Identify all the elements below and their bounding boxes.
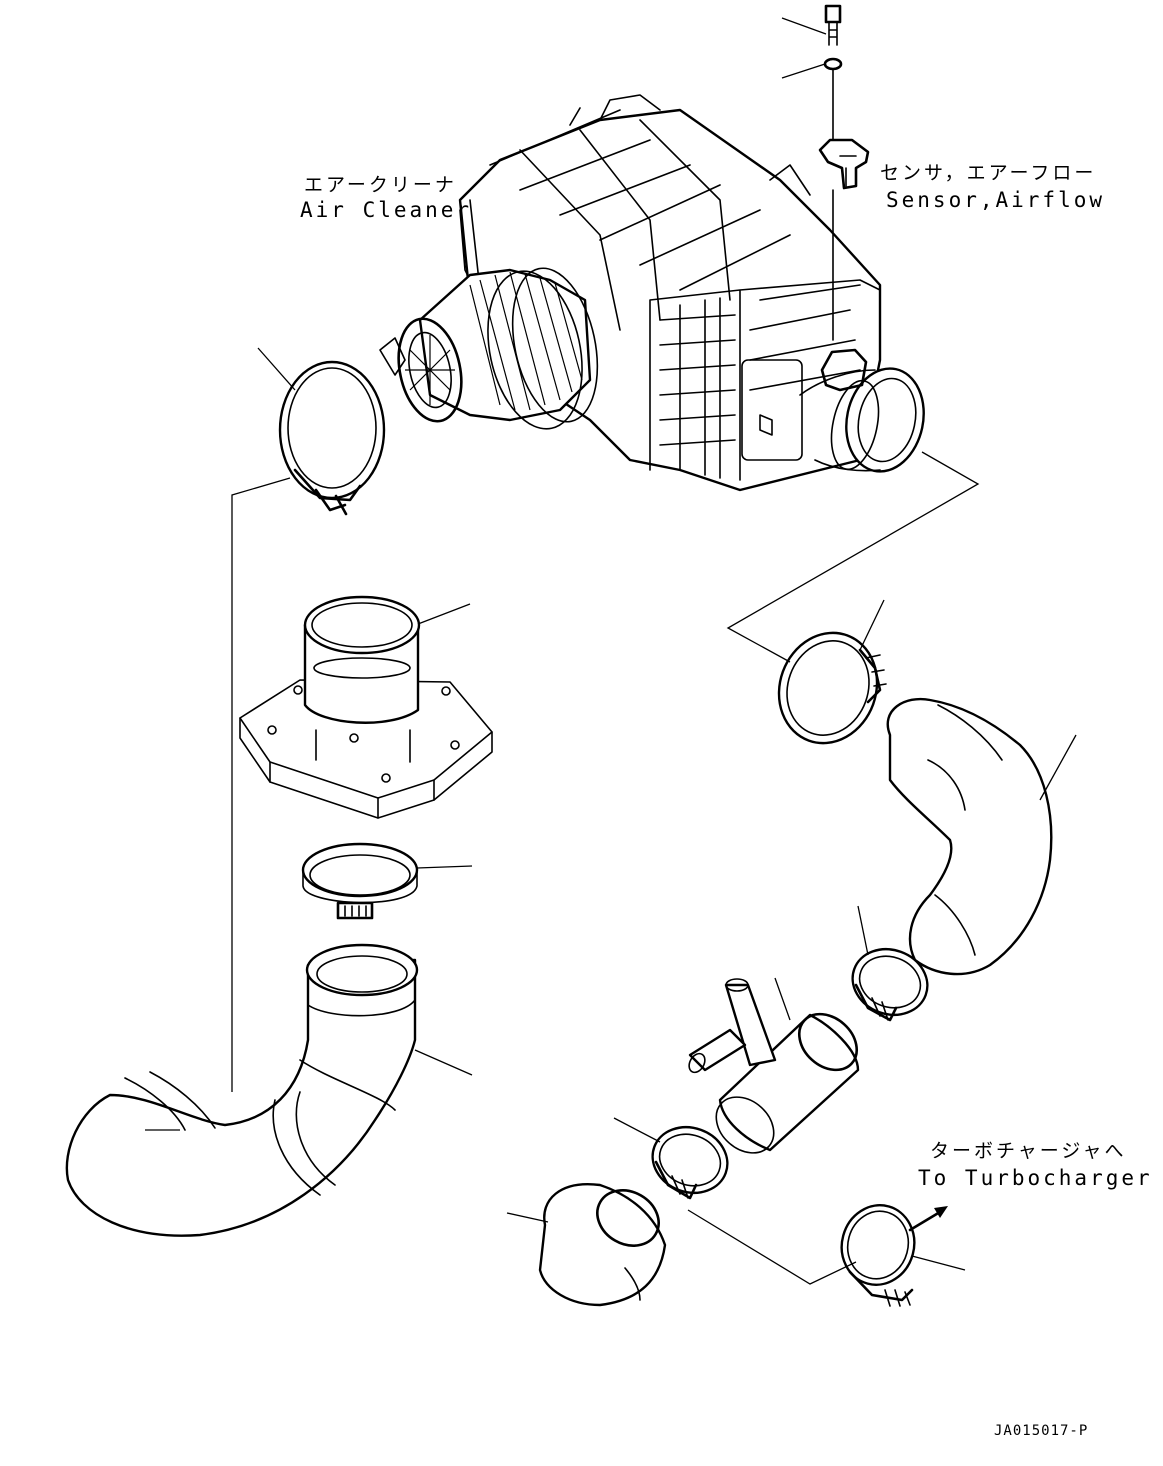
connector-lines — [231, 451, 980, 1285]
airflow-sensor-label-en: Sensor,Airflow — [886, 188, 1106, 212]
drawing-code: JA015017-P — [994, 1423, 1089, 1439]
air-cleaner-housing — [379, 94, 925, 492]
air-cleaner-label-en: Air Cleaner — [300, 198, 473, 222]
turbocharger-label-en: To Turbocharger — [918, 1166, 1153, 1190]
square-flange-adapter — [239, 595, 493, 819]
resonator-tube — [688, 977, 860, 1154]
intake-hose-clamp — [257, 347, 386, 516]
elbow-hose-left — [65, 943, 473, 1237]
elbow-hose-right — [886, 697, 1077, 976]
worm-gear-clamp-lower — [613, 1117, 729, 1200]
air-cleaner-label-jp: エアークリーナ — [304, 174, 457, 196]
turbo-hose-clamp — [840, 1204, 966, 1307]
short-elbow-hose — [506, 1183, 667, 1307]
airflow-sensor-assembly — [781, 4, 870, 341]
airflow-sensor-label-jp: センサ，エアーフロー — [880, 162, 1097, 184]
worm-gear-clamp-left — [301, 842, 473, 920]
worm-gear-clamp-right — [851, 905, 929, 1022]
turbocharger-label-jp: ターボチャージャへ — [930, 1140, 1127, 1162]
outlet-hose-clamp — [777, 599, 887, 745]
